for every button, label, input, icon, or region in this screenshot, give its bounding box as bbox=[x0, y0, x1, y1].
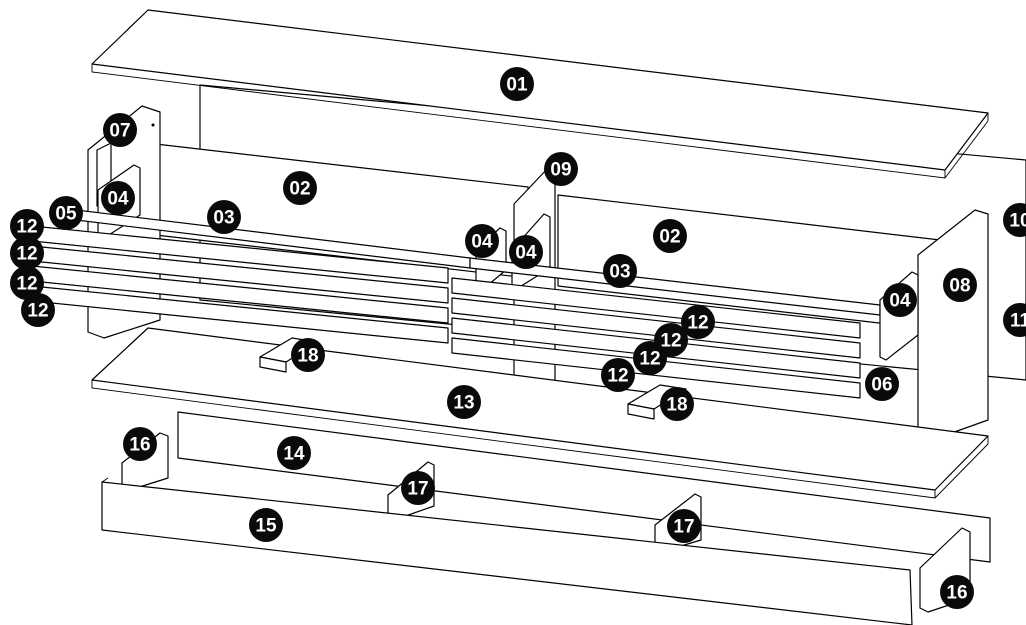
label-17-left: 17 bbox=[401, 471, 435, 505]
svg-text:12: 12 bbox=[607, 366, 628, 387]
svg-text:06: 06 bbox=[871, 375, 892, 396]
label-02-left: 02 bbox=[283, 171, 317, 205]
label-02-right: 02 bbox=[653, 219, 687, 253]
label-04-a: 04 bbox=[101, 181, 135, 215]
slats-left bbox=[31, 225, 449, 344]
svg-text:17: 17 bbox=[407, 479, 428, 500]
label-04-c: 04 bbox=[509, 235, 543, 269]
label-08: 08 bbox=[943, 268, 977, 302]
label-13: 13 bbox=[447, 385, 481, 419]
svg-text:07: 07 bbox=[109, 121, 130, 142]
label-03-left: 03 bbox=[207, 200, 241, 234]
label-09: 09 bbox=[544, 152, 578, 186]
label-06: 06 bbox=[865, 367, 899, 401]
label-14: 14 bbox=[277, 436, 311, 470]
svg-text:16: 16 bbox=[129, 435, 150, 456]
svg-text:12: 12 bbox=[16, 217, 37, 238]
label-12-r3: 12 bbox=[633, 341, 667, 375]
label-12-r1: 12 bbox=[681, 305, 715, 339]
svg-text:12: 12 bbox=[27, 301, 48, 322]
label-12-r4: 12 bbox=[601, 358, 635, 392]
svg-text:10: 10 bbox=[1009, 211, 1026, 232]
svg-text:08: 08 bbox=[949, 276, 970, 297]
label-12-l3: 12 bbox=[10, 266, 44, 300]
label-04-b: 04 bbox=[465, 224, 499, 258]
label-17-right: 17 bbox=[667, 509, 701, 543]
svg-text:12: 12 bbox=[16, 244, 37, 265]
svg-text:12: 12 bbox=[16, 274, 37, 295]
label-18-right: 18 bbox=[660, 387, 694, 421]
label-12-l4: 12 bbox=[21, 293, 55, 327]
plinth-back bbox=[177, 411, 991, 563]
top-panel bbox=[91, 9, 989, 179]
svg-text:04: 04 bbox=[107, 189, 129, 210]
svg-text:02: 02 bbox=[659, 227, 680, 248]
svg-text:15: 15 bbox=[255, 516, 277, 537]
label-12-l1: 12 bbox=[10, 209, 44, 243]
svg-text:04: 04 bbox=[515, 243, 537, 264]
svg-text:02: 02 bbox=[289, 179, 310, 200]
label-18-left: 18 bbox=[291, 338, 325, 372]
svg-text:03: 03 bbox=[213, 208, 234, 229]
svg-text:16: 16 bbox=[946, 583, 967, 604]
label-16-left: 16 bbox=[123, 427, 157, 461]
svg-text:04: 04 bbox=[889, 291, 911, 312]
svg-text:12: 12 bbox=[660, 331, 681, 352]
label-05: 05 bbox=[49, 196, 83, 230]
svg-text:13: 13 bbox=[453, 393, 474, 414]
svg-text:18: 18 bbox=[666, 395, 687, 416]
label-11: 11 bbox=[1003, 303, 1026, 337]
svg-text:14: 14 bbox=[283, 444, 305, 465]
svg-text:17: 17 bbox=[673, 517, 694, 538]
label-12-l2: 12 bbox=[10, 236, 44, 270]
label-04-d: 04 bbox=[883, 283, 917, 317]
plinth-front bbox=[101, 477, 913, 625]
svg-text:12: 12 bbox=[639, 349, 660, 370]
svg-text:01: 01 bbox=[506, 75, 528, 96]
label-15: 15 bbox=[249, 508, 283, 542]
svg-text:18: 18 bbox=[297, 346, 318, 367]
svg-text:05: 05 bbox=[55, 204, 77, 225]
svg-text:09: 09 bbox=[550, 160, 571, 181]
svg-text:04: 04 bbox=[471, 232, 493, 253]
svg-text:12: 12 bbox=[687, 313, 708, 334]
label-01: 01 bbox=[500, 67, 534, 101]
label-16-right: 16 bbox=[940, 575, 974, 609]
label-10: 10 bbox=[1003, 203, 1026, 237]
svg-text:03: 03 bbox=[609, 262, 630, 283]
label-03-right: 03 bbox=[603, 254, 637, 288]
label-07: 07 bbox=[103, 113, 137, 147]
svg-text:11: 11 bbox=[1010, 311, 1026, 332]
